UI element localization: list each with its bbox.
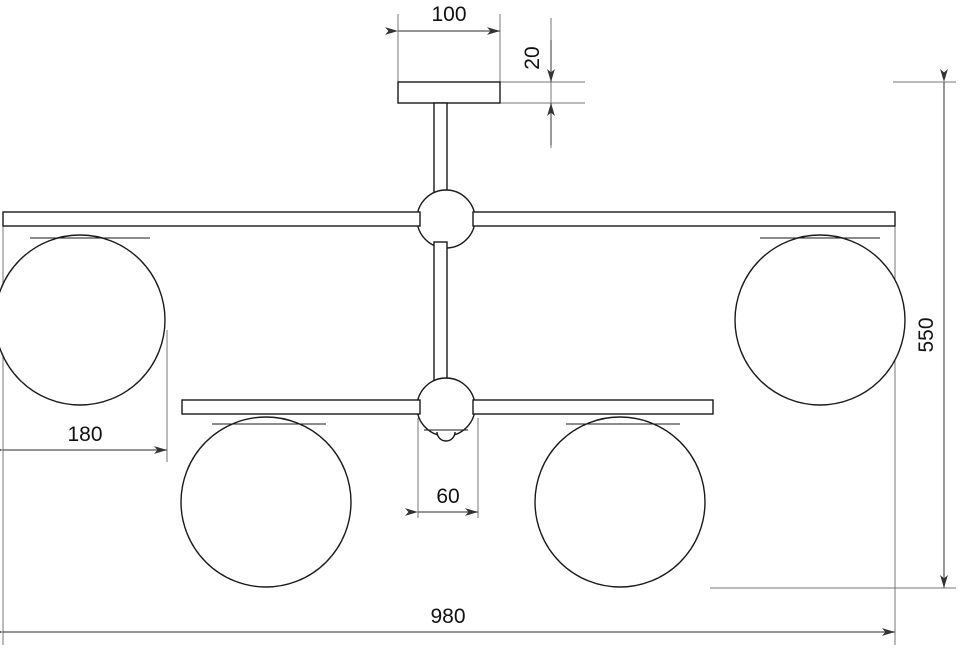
vertical-drop-rod bbox=[433, 102, 448, 199]
fixture-geometry bbox=[0, 81, 906, 588]
globe-upper-right bbox=[734, 234, 906, 406]
dim-label-overall-height: 550 bbox=[915, 317, 938, 352]
hub-connector-rod bbox=[433, 241, 448, 399]
dim-label-overall-width: 980 bbox=[430, 605, 465, 628]
dimension-lines bbox=[0, 27, 948, 636]
dim-label-hub-diameter: 60 bbox=[436, 485, 459, 508]
upper-hub-sphere bbox=[416, 189, 476, 249]
dim-label-globe-diameter: 180 bbox=[67, 423, 102, 446]
upper-horizontal-arm-right bbox=[472, 211, 896, 227]
dimension-labels: 100 20 180 60 550 980 bbox=[67, 3, 938, 628]
globe-lower-right bbox=[534, 416, 706, 588]
dim-label-plate-height: 20 bbox=[521, 46, 544, 69]
dim-label-plate-width: 100 bbox=[431, 3, 466, 26]
lower-hub-sphere bbox=[416, 377, 476, 437]
lower-hub-finial bbox=[436, 431, 456, 442]
lower-horizontal-arm-right bbox=[472, 399, 714, 415]
canopy-mounting-plate bbox=[397, 81, 501, 104]
globe-upper-left bbox=[0, 234, 166, 406]
lower-horizontal-arm-left bbox=[181, 399, 421, 415]
upper-horizontal-arm-left bbox=[2, 211, 421, 227]
globe-lower-left bbox=[180, 416, 352, 588]
